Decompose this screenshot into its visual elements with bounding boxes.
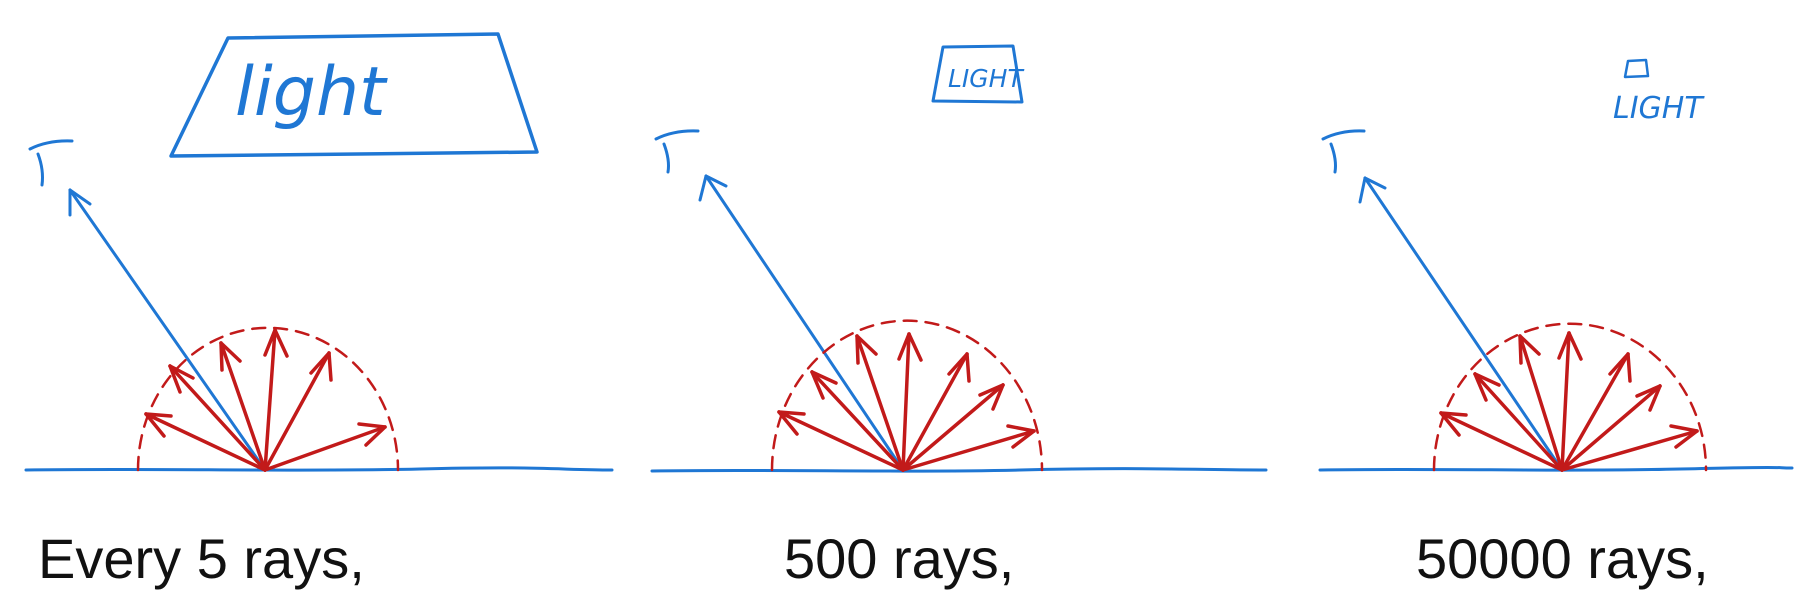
panel-3: LIGHT 50000 rays, [1318,58,1794,590]
panel-2: LIGHT 500 rays, [650,44,1268,590]
eye-icon [654,129,700,174]
ground-line [24,466,614,472]
light-source-icon: LIGHT [1613,58,1705,126]
sampling-hemisphere [1432,322,1708,472]
sampling-hemisphere [770,319,1044,472]
view-ray-arrow [1358,176,1564,472]
light-label: LIGHT [1613,91,1705,126]
caption: 50000 rays, [1416,527,1709,590]
bounce-ray-arrows [144,328,387,472]
eye-icon [1321,129,1366,174]
light-source-icon: LIGHT [931,44,1024,104]
panel-1: light Every 5 rays, [24,32,614,590]
light-label: LIGHT [948,64,1024,93]
bounce-ray-arrows [777,332,1036,472]
light-source-icon: light [169,32,539,158]
bounce-ray-arrows [1439,331,1699,472]
eye-icon [28,139,74,187]
ground-line [650,467,1268,473]
sampling-hemisphere [136,326,400,472]
caption: 500 rays, [784,527,1014,590]
view-ray-arrow [68,188,267,472]
view-ray-arrow [698,174,905,472]
caption: Every 5 rays, [38,527,365,590]
ground-line [1318,465,1794,472]
light-label: light [235,53,388,132]
